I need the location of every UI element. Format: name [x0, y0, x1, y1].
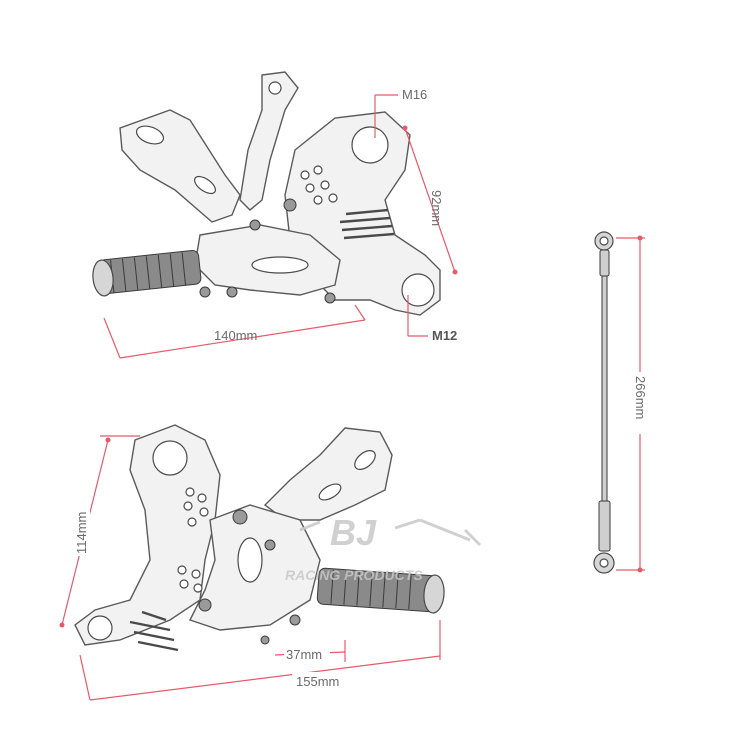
- bottom-pivot-bolt: [232, 509, 248, 525]
- rod-nut-top: [599, 249, 610, 277]
- bottom-main-plate: [74, 424, 221, 646]
- adjust-hole: [320, 180, 330, 190]
- top-lever-arm: [239, 71, 299, 211]
- bottom-foot-peg: [316, 567, 445, 614]
- adjust-hole: [328, 193, 338, 203]
- adjust-hole: [300, 170, 310, 180]
- top-linkage-slot: [251, 256, 309, 274]
- shift-rod: [593, 231, 615, 574]
- bottom-heel-slot-2: [318, 483, 342, 501]
- adjust-hole: [305, 183, 315, 193]
- label-thread-bottom: M12: [432, 328, 457, 343]
- top-pivot-bolt: [283, 198, 297, 212]
- label-thread-top: M16: [402, 87, 427, 102]
- top-heel-plate: [119, 109, 241, 223]
- watermark-logo: BJ: [330, 512, 377, 553]
- top-spring: [339, 208, 395, 240]
- bottom-heel-plate: [263, 427, 393, 521]
- top-bolt: [226, 286, 238, 298]
- watermark-text: RACING PRODUCTS: [285, 567, 423, 583]
- bottom-dimensions: 114mm 37mm 155mm: [59, 435, 441, 701]
- bottom-upper-mount-hole: [152, 440, 188, 476]
- top-heel-plate-slot-2: [193, 175, 217, 195]
- bottom-spring: [129, 610, 179, 652]
- rod-shaft: [601, 275, 608, 502]
- adjust-hole: [313, 165, 323, 175]
- label-width-top: 140mm: [214, 328, 257, 343]
- bottom-heel-slot: [354, 450, 376, 470]
- top-lower-mount-hole: [401, 273, 435, 307]
- rearset-bottom-assembly: [74, 424, 445, 660]
- rearset-top-assembly: [92, 71, 441, 316]
- bottom-linkage-slot: [237, 537, 263, 583]
- top-heel-plate-slot: [135, 125, 165, 145]
- label-width-bottom: 155mm: [296, 674, 339, 689]
- rod-dimension: 266mm: [616, 235, 648, 573]
- top-dimensions: M16 92mm M12 140mm: [103, 87, 458, 359]
- adjust-hole: [313, 195, 323, 205]
- label-offset-bottom: 37mm: [286, 647, 322, 662]
- top-foot-peg: [92, 249, 202, 297]
- top-bolt: [249, 219, 261, 231]
- bottom-lower-mount-hole: [87, 615, 113, 641]
- label-rod-length: 266mm: [633, 376, 648, 419]
- top-bolt: [199, 286, 211, 298]
- top-lever-hole: [268, 81, 282, 95]
- label-height-bottom: 114mm: [74, 512, 89, 554]
- top-bolt: [324, 292, 336, 304]
- rod-nut-bottom: [598, 500, 611, 552]
- brand-watermark: BJ RACING PRODUCTS: [285, 512, 482, 583]
- top-upper-mount-hole: [351, 126, 389, 164]
- label-height-top: 92mm: [429, 190, 444, 226]
